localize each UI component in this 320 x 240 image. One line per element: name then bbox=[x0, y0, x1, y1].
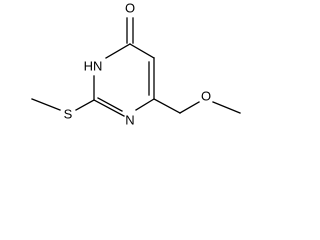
thioether-sulfur-label: S bbox=[64, 106, 73, 121]
bond-c4-n3 bbox=[105, 43, 131, 59]
bond-n1-c2 bbox=[93, 99, 125, 117]
bonds bbox=[31, 17, 241, 117]
chemical-structure-diagram: O HN N S O bbox=[31, 0, 241, 127]
nh-label: HN bbox=[84, 58, 103, 73]
ether-oxygen-label: O bbox=[201, 88, 211, 103]
bond-c6-n1 bbox=[135, 98, 155, 111]
bond-c4-c5 bbox=[129, 43, 155, 59]
atom-labels: O HN N S O bbox=[64, 0, 211, 127]
ring-nitrogen-label: N bbox=[125, 112, 134, 127]
bond-s-methyl bbox=[31, 98, 61, 111]
bond-ch2-o bbox=[179, 101, 200, 114]
bond-o-methyl bbox=[212, 101, 241, 114]
bond-c2-s bbox=[75, 99, 95, 111]
bond-n1-c2-inner bbox=[97, 97, 123, 112]
carbonyl-oxygen-label: O bbox=[125, 0, 135, 15]
bond-c6-ch2 bbox=[153, 98, 181, 114]
